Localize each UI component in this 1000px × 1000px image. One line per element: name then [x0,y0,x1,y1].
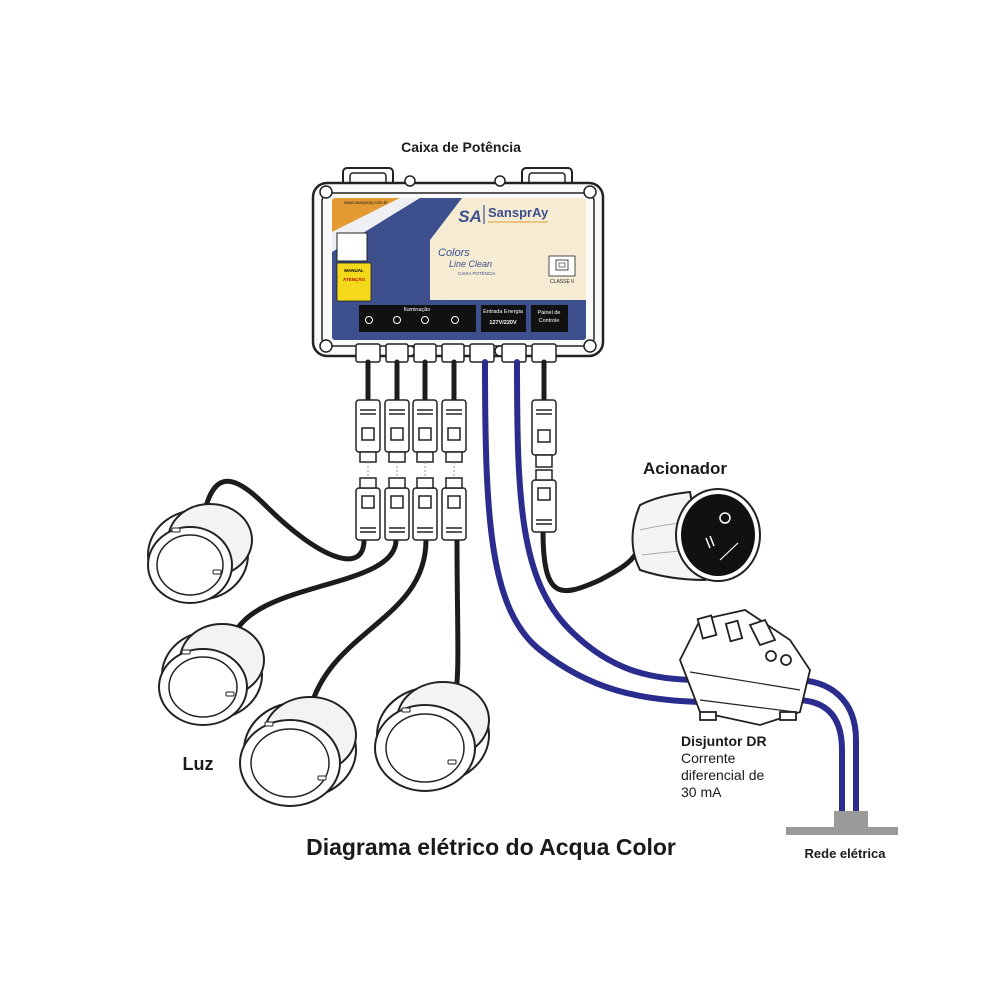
connector-bottom-3 [412,477,438,541]
connector-bottom-2 [384,477,410,541]
class-label: CLASSE II [550,279,574,285]
light-2 [158,623,265,726]
connector-top-5 [531,399,557,468]
blue-cables [482,359,859,815]
breaker-title: Disjuntor DR [681,733,767,749]
breaker-desc-2: diferencial de [681,767,764,783]
product-sub: CAIXA POTÊNCIA [458,269,496,276]
lights-label: Luz [183,754,214,774]
voltage-label: 127V/220V [489,320,517,326]
control-panel-label-2: Controle [539,318,560,324]
bulb-icons [365,316,459,324]
actuator-button [631,488,761,582]
brand-name: SansprAy [488,205,549,220]
connector-top-2 [384,399,410,463]
black-cables [202,359,638,713]
light-1 [147,503,253,604]
pool-lights [147,503,490,807]
product-line1: Colors [438,247,470,259]
light-3 [239,696,357,807]
product-line2: Line Clean [449,259,492,269]
connector-top-3 [412,399,438,463]
website-label: www.sanspray.com.br [344,200,388,205]
grid-connection [786,811,898,835]
illumination-label: Iluminação [404,307,431,313]
energy-input-label: Entrada Energia [483,309,524,315]
light-4 [374,681,490,792]
grid-label: Rede elétrica [805,846,887,861]
brand-logo-mark: SA [458,207,482,226]
power-box: MANUAL ATENÇÃO www.sanspray.com.br SA Sa… [311,167,605,363]
breaker-desc-3: 30 mA [681,784,722,800]
actuator-label: Acionador [643,459,727,478]
warning-label: ATENÇÃO [343,276,365,282]
connector-top-4 [441,399,467,463]
connector-bottom-4 [441,477,467,541]
circuit-breaker [679,609,811,726]
connector-bottom-5 [531,469,557,533]
connectors [355,399,557,541]
diagram-title: Diagrama elétrico do Acqua Color [306,834,676,860]
power-box-label: Caixa de Potência [401,139,521,155]
breaker-desc-1: Corrente [681,750,736,766]
control-panel-label-1: Painel de [538,310,561,316]
manual-label: MANUAL [344,268,364,273]
connector-top-1 [355,399,381,463]
connector-bottom-1 [355,477,381,541]
